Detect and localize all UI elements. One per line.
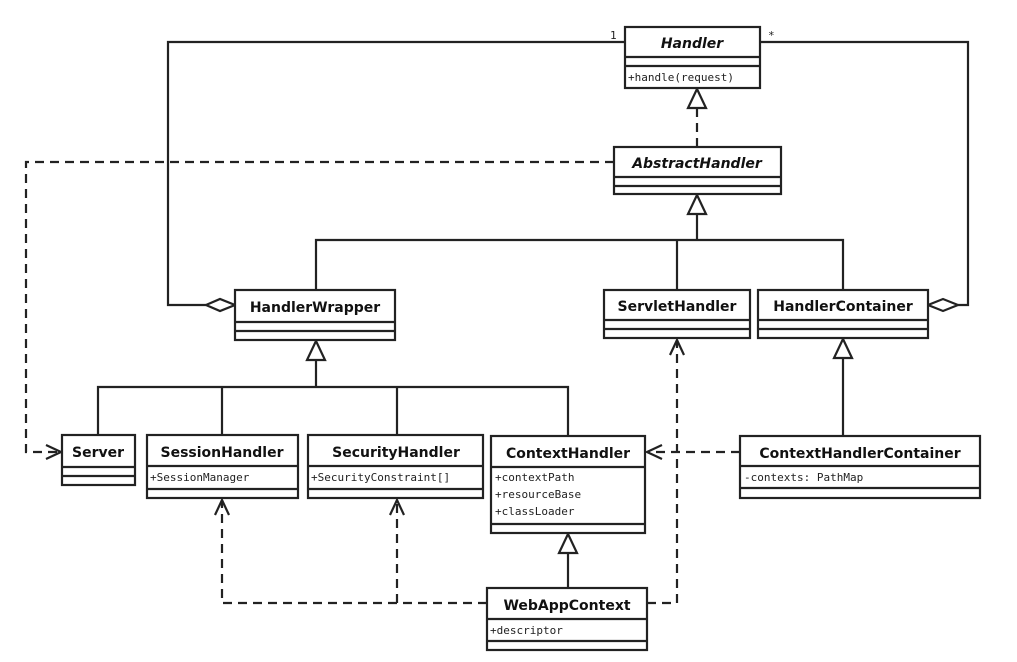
class-name: HandlerWrapper	[250, 300, 380, 316]
class-handler-wrapper: HandlerWrapper	[233, 288, 397, 342]
class-name: WebAppContext	[503, 598, 630, 614]
multiplicity-star: *	[768, 29, 775, 42]
class-name: Server	[72, 445, 124, 461]
association-handler-wrapper	[166, 40, 625, 307]
association-handler-container	[760, 40, 970, 307]
class-handler-container: HandlerContainer	[756, 288, 930, 340]
realization-triangle-icon	[686, 86, 708, 110]
multiplicity-1: 1	[610, 29, 617, 42]
generalization-triangle-icon	[686, 192, 708, 216]
class-security-handler: SecurityHandler +SecurityConstraint[]	[306, 433, 485, 500]
attribute: +SessionManager	[150, 471, 250, 484]
class-servlet-handler: ServletHandler	[602, 288, 752, 340]
class-name: AbstractHandler	[631, 156, 763, 172]
aggregation-diamond-icon	[203, 297, 238, 313]
class-name: ContextHandler	[506, 446, 630, 462]
class-name: ContextHandlerContainer	[759, 446, 960, 462]
attribute: +contextPath	[495, 471, 574, 484]
class-session-handler: SessionHandler +SessionManager	[145, 433, 300, 500]
dependency-webappcontext-sessionhandler	[220, 500, 487, 605]
open-arrow-icon	[214, 497, 230, 516]
attribute: +resourceBase	[495, 488, 581, 501]
class-name: SecurityHandler	[332, 445, 460, 461]
aggregation-diamond-icon	[925, 297, 961, 313]
class-context-handler: ContextHandler +contextPath +resourceBas…	[489, 434, 647, 535]
class-handler: Handler +handle(request)	[623, 25, 762, 90]
operation: +handle(request)	[628, 71, 734, 84]
dependency-webappcontext-servlethandler	[647, 340, 679, 605]
attribute: +SecurityConstraint[]	[311, 471, 450, 484]
class-name: HandlerContainer	[773, 299, 913, 315]
class-name: Handler	[661, 36, 724, 52]
generalization-triangle-icon	[832, 336, 854, 360]
class-context-handler-container: ContextHandlerContainer -contexts: PathM…	[738, 434, 982, 500]
class-abstract-handler: AbstractHandler	[612, 145, 783, 196]
attribute: +classLoader	[495, 505, 575, 518]
open-arrow-icon	[644, 444, 663, 460]
generalization-triangle-icon	[557, 531, 579, 555]
dependency-abstracthandler-server	[24, 160, 614, 454]
generalization-branch	[314, 238, 845, 290]
open-arrow-icon	[389, 497, 405, 516]
attribute: +descriptor	[490, 624, 563, 637]
class-server: Server	[60, 433, 137, 487]
attribute: -contexts: PathMap	[744, 471, 863, 484]
generalization-branch	[96, 385, 570, 436]
generalization-triangle-icon	[305, 338, 327, 362]
class-name: ServletHandler	[618, 299, 737, 315]
open-arrow-icon	[669, 337, 685, 356]
class-name: SessionHandler	[161, 445, 284, 461]
class-web-app-context: WebAppContext +descriptor	[485, 586, 649, 652]
